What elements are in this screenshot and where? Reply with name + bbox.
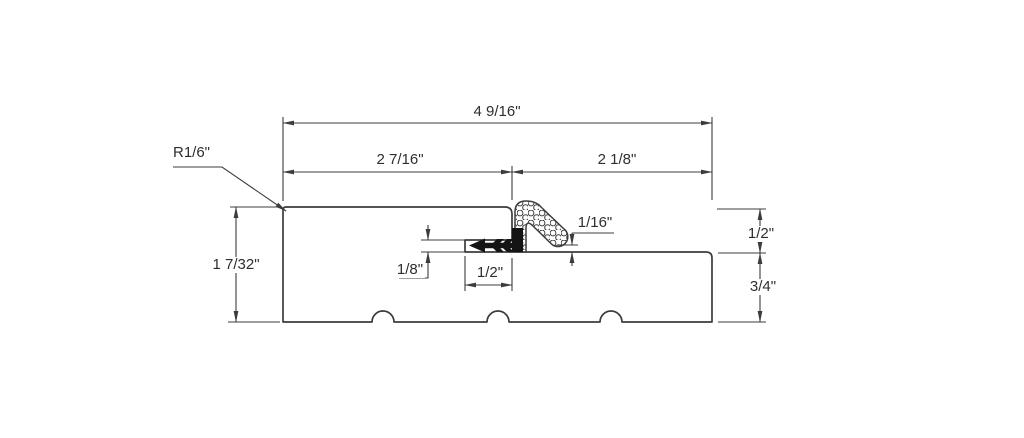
profile-outline [282, 206, 713, 323]
dim-seal-clearance-label: 1/16" [575, 214, 615, 231]
radius-leader-line [173, 166, 287, 212]
dim-overall-height-label: 1 7/32" [210, 256, 262, 273]
dim-right-step-upper-label: 1/2" [745, 225, 777, 242]
dim-right-section-width-label: 2 1/8" [595, 151, 639, 168]
dim-overall-width-label: 4 9/16" [471, 103, 523, 120]
seal-barb-anchor [469, 228, 523, 253]
corner-radius-label: R1/6" [171, 144, 213, 161]
dim-kerf-height-lower-arrow [399, 251, 431, 279]
seal-gasket [514, 200, 569, 253]
dim-left-section-width-label: 2 7/16" [374, 151, 426, 168]
dim-right-step-lower-label: 3/4" [747, 278, 779, 295]
dim-kerf-depth-label: 1/2" [474, 264, 506, 281]
dim-kerf-height-label: 1/8" [394, 261, 426, 278]
